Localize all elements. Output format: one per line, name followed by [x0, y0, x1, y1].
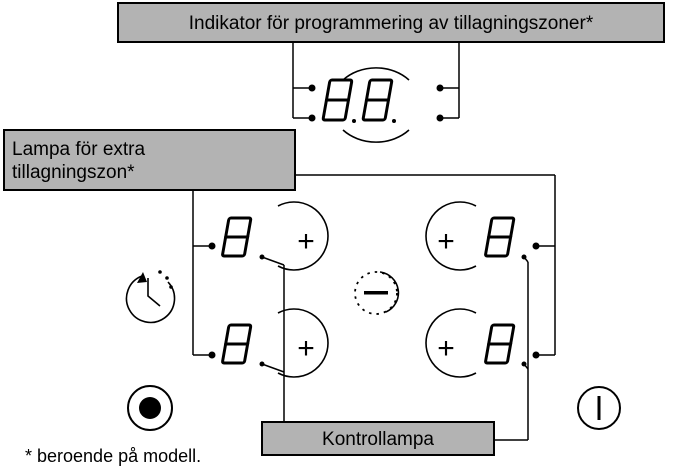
zone-bottom-right: + — [416, 308, 540, 378]
plus-button-ring-bottom-right — [425, 308, 477, 378]
plus-button-ring-bottom-left — [277, 308, 329, 378]
power-icon — [577, 386, 621, 430]
extra-zone-lamp-top-right — [532, 242, 540, 250]
indicator-dot-left-top — [308, 84, 316, 92]
plus-label-top-right: + — [437, 225, 455, 258]
footnote: * beroende på modell. — [25, 446, 201, 466]
plus-button-bottom-right[interactable]: + — [416, 317, 476, 377]
zone-display-top-right — [484, 216, 516, 258]
indicator-dot-right-bottom — [436, 114, 444, 122]
minus-button[interactable] — [354, 271, 400, 315]
minus-button-icon — [354, 271, 400, 315]
programming-indicator — [321, 67, 410, 143]
indicator-dot-right-top — [436, 84, 444, 92]
plus-label-bottom-left: + — [297, 332, 315, 365]
zone-bottom-left: + — [208, 308, 336, 378]
lock-button[interactable] — [127, 385, 173, 431]
zone-display-bottom-left — [221, 323, 253, 365]
top-label: Indikator för programmering av tillagnin… — [189, 13, 594, 34]
indicator-digit-1 — [321, 78, 354, 122]
plus-button-ring-top-left — [277, 201, 329, 271]
extra-zone-label-line-2: tillagningszon* — [12, 162, 135, 183]
plus-label-bottom-right: + — [437, 332, 455, 365]
zone-top-left: + — [208, 201, 336, 271]
timer-button[interactable] — [125, 270, 176, 324]
extra-zone-lamp-bottom-right — [532, 351, 540, 359]
lock-dot-icon — [127, 385, 173, 431]
power-button[interactable] — [577, 386, 621, 430]
indicator-digit-2 — [361, 78, 394, 122]
zone-display-bottom-right — [484, 323, 516, 365]
plus-button-top-left[interactable]: + — [276, 210, 336, 270]
extra-zone-lamp-bottom-left — [208, 351, 216, 359]
plus-button-bottom-left[interactable]: + — [276, 317, 336, 377]
extra-zone-lamp-top-left — [208, 242, 216, 250]
extra-zone-label-box — [3, 129, 296, 191]
indicator-dot-left-bottom — [308, 114, 316, 122]
plus-button-ring-top-right — [425, 201, 477, 271]
timer-clock-icon — [125, 270, 176, 324]
control-lamp-label-box — [261, 421, 495, 456]
zone-display-top-left — [221, 216, 253, 258]
zone-top-right: + — [416, 201, 540, 271]
plus-label-top-left: + — [297, 225, 315, 258]
top-label-box — [117, 2, 665, 43]
extra-zone-label-line-1: Lampa för extra — [12, 139, 145, 160]
control-lamp-label: Kontrollampa — [322, 429, 434, 450]
plus-button-top-right[interactable]: + — [416, 210, 476, 270]
extra-zone-leader-lines — [192, 174, 556, 356]
control-lamp-leader-lines — [261, 256, 529, 441]
